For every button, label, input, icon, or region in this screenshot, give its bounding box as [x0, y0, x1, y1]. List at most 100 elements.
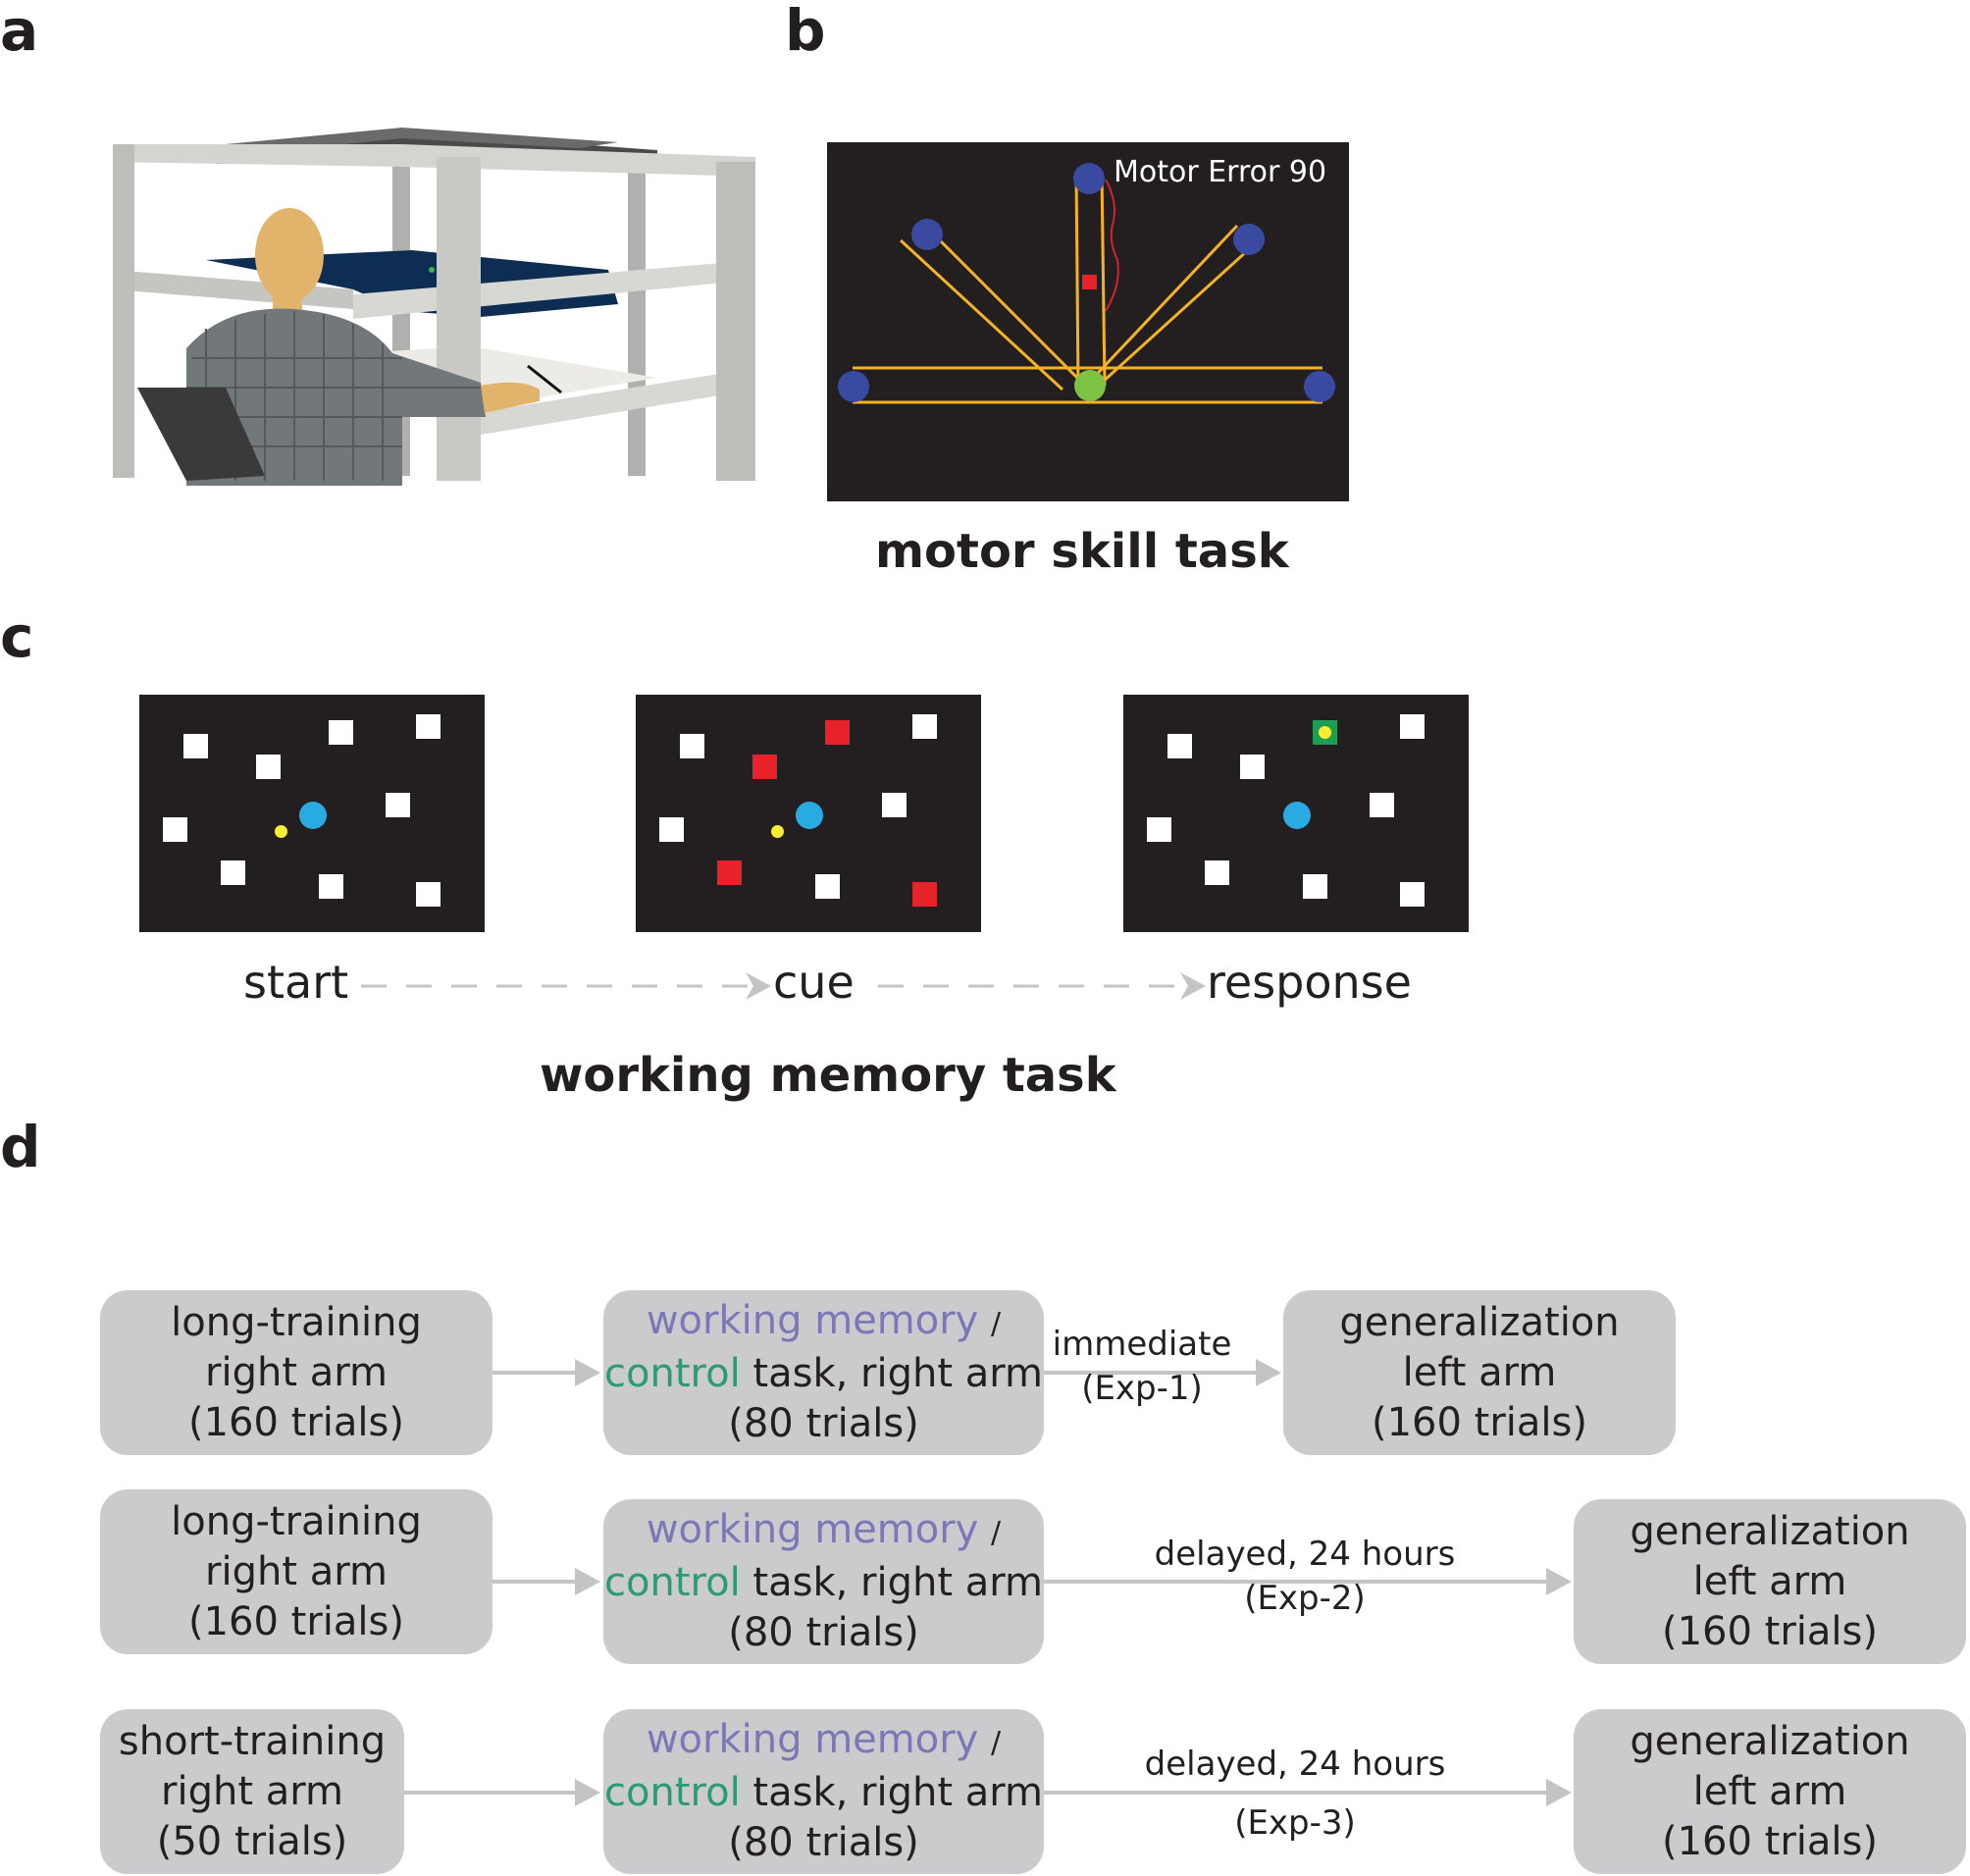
control-label: control	[604, 1560, 741, 1605]
task-box: working memory / control task, right arm…	[603, 1709, 1044, 1874]
arrowhead-icon	[575, 1359, 600, 1386]
stimulus-square	[1303, 874, 1327, 899]
start-position-icon	[1074, 370, 1106, 401]
hand	[481, 382, 540, 413]
stimulus-square	[386, 793, 410, 817]
training-arm: right arm	[205, 1349, 388, 1395]
frame-post	[113, 144, 134, 478]
training-title: long-training	[171, 1498, 422, 1544]
screen-cue	[636, 695, 981, 932]
generalization-arm: left arm	[1402, 1349, 1557, 1395]
slash: /	[991, 1307, 1002, 1341]
experiment-label: (Exp-3)	[1234, 1803, 1356, 1843]
cursor-dot-icon	[1319, 726, 1331, 739]
motor-skill-title: motor skill task	[875, 524, 1289, 579]
panel-label-a: a	[0, 0, 39, 64]
apparatus-illustration	[113, 128, 755, 486]
control-label: control	[604, 1351, 741, 1396]
generalization-trials: (160 trials)	[1662, 1818, 1878, 1864]
training-trials: (50 trials)	[156, 1818, 348, 1864]
stimulus-square	[329, 720, 353, 745]
screen-background	[827, 142, 1349, 501]
stimulus-square	[256, 755, 281, 779]
generalization-trials: (160 trials)	[1372, 1399, 1587, 1445]
training-box: long-training right arm (160 trials)	[100, 1489, 492, 1654]
chair	[137, 388, 265, 481]
stimulus-square	[416, 882, 441, 907]
stimulus-square	[815, 874, 840, 899]
task-box: working memory / control task, right arm…	[603, 1290, 1044, 1455]
stimulus-square	[1205, 860, 1229, 885]
task-trials: (80 trials)	[728, 1820, 919, 1865]
arrow-label-timing: immediate (Exp-1)	[1044, 1323, 1240, 1411]
cue-square	[912, 882, 937, 907]
step-response-label: response	[1207, 956, 1412, 1009]
stylus-icon	[527, 364, 562, 394]
training-arm: right arm	[161, 1768, 343, 1814]
target-icon	[838, 371, 869, 402]
stimulus-square	[1370, 793, 1394, 817]
working-memory-label: working memory	[646, 1298, 979, 1343]
stimulus-square	[416, 714, 441, 739]
reach-paths	[853, 171, 1322, 404]
stimulus-square	[1400, 882, 1425, 907]
center-point-icon	[299, 802, 327, 829]
cursor-dot-icon	[771, 825, 784, 838]
stimulus-square	[163, 817, 187, 842]
training-trials: (160 trials)	[188, 1598, 404, 1644]
training-title: short-training	[118, 1718, 387, 1764]
center-point-icon	[1283, 802, 1311, 829]
screen-response	[1123, 695, 1469, 932]
generalization-title: generalization	[1630, 1718, 1910, 1764]
generalization-title: generalization	[1630, 1508, 1910, 1554]
target-icon	[1233, 224, 1265, 255]
screen-start	[139, 695, 485, 932]
motor-skill-screen: Motor Error 90	[827, 142, 1349, 501]
arrowhead-icon	[1256, 1359, 1281, 1386]
panel-label-d: d	[0, 1114, 41, 1180]
generalization-title: generalization	[1339, 1299, 1620, 1345]
stimulus-square	[1240, 755, 1265, 779]
working-memory-label: working memory	[646, 1507, 979, 1552]
stimulus-square	[1147, 817, 1171, 842]
arrowhead-icon	[1546, 1779, 1572, 1806]
frame-post	[437, 157, 481, 481]
task-trials: (80 trials)	[728, 1610, 919, 1655]
cursor-dot-icon	[275, 825, 287, 838]
stimulus-square	[1400, 714, 1425, 739]
cue-square	[752, 755, 777, 779]
generalization-box: generalization left arm (160 trials)	[1283, 1290, 1676, 1455]
motor-error-label: Motor Error 90	[1114, 155, 1326, 189]
task-arm-label: task, right arm	[740, 1770, 1043, 1815]
training-title: long-training	[171, 1299, 422, 1345]
target-icon	[911, 219, 943, 250]
center-point-icon	[796, 802, 823, 829]
stimulus-square	[183, 734, 208, 758]
arrowhead-icon	[575, 1568, 600, 1595]
slash: /	[991, 1726, 1002, 1760]
arrowhead-icon	[575, 1779, 600, 1806]
head	[255, 208, 324, 302]
cursor-trace	[1105, 179, 1119, 312]
generalization-trials: (160 trials)	[1662, 1608, 1878, 1654]
timing-label: immediate	[1052, 1325, 1232, 1364]
working-memory-label: working memory	[646, 1717, 979, 1762]
generalization-arm: left arm	[1692, 1768, 1847, 1814]
task-arm-label: task, right arm	[740, 1351, 1043, 1396]
experiment-label: (Exp-1)	[1081, 1369, 1203, 1408]
training-trials: (160 trials)	[188, 1399, 404, 1445]
generalization-arm: left arm	[1692, 1558, 1847, 1604]
panel-label-c: c	[0, 603, 34, 670]
frame-rail	[481, 368, 755, 435]
cursor-icon	[1082, 275, 1097, 289]
training-box: short-training right arm (50 trials)	[100, 1709, 404, 1874]
cue-square	[717, 860, 742, 885]
arrowhead-icon	[746, 972, 771, 1000]
stimulus-square	[882, 793, 907, 817]
arrowhead-icon	[1546, 1568, 1572, 1595]
cue-square	[825, 720, 850, 745]
step-arrows	[361, 972, 1206, 1000]
timing-label: delayed, 24 hours	[1144, 1745, 1446, 1784]
stimulus-square	[680, 734, 704, 758]
